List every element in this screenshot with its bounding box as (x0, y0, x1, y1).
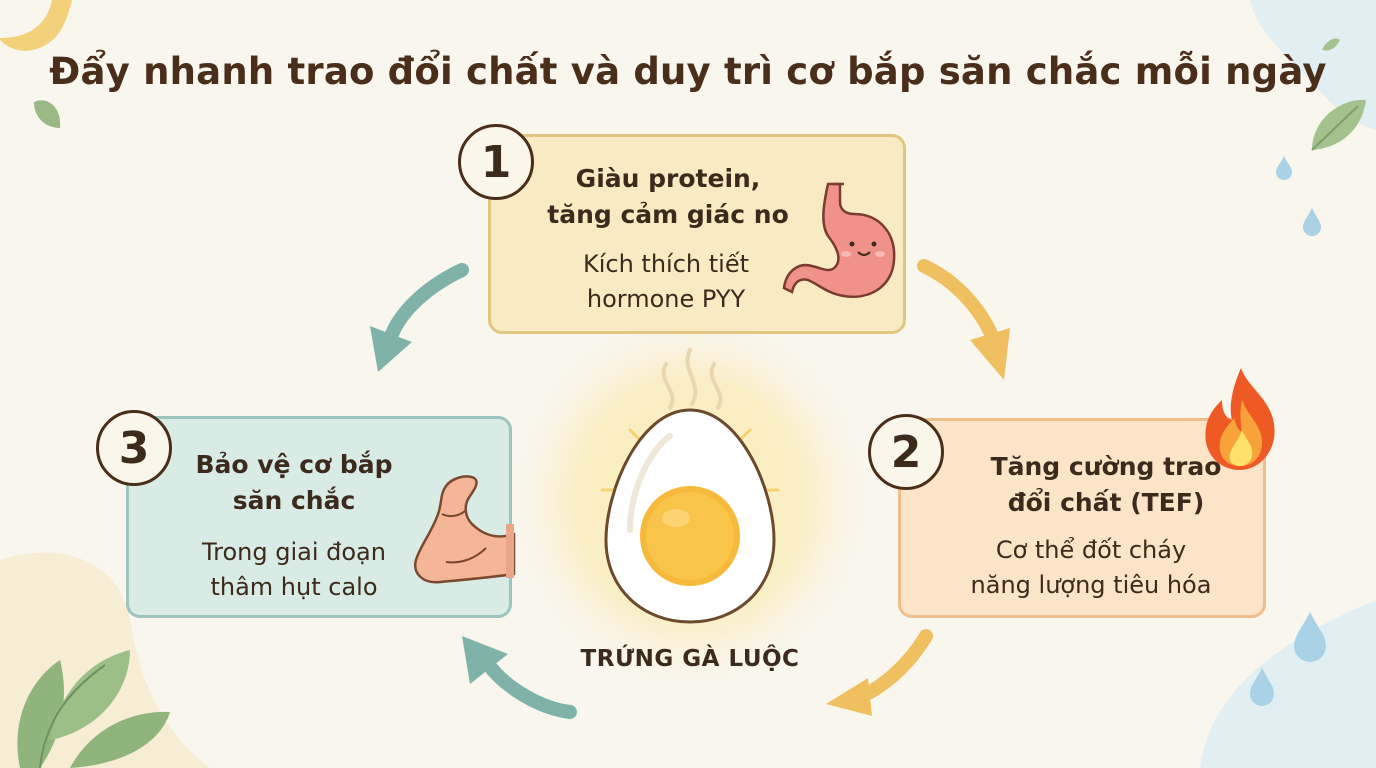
page-title: Đẩy nhanh trao đổi chất và duy trì cơ bắ… (49, 50, 1327, 93)
step-1-desc-line-2: hormone PYY (586, 285, 746, 313)
boiled-egg-icon (600, 348, 780, 624)
step-1-number-badge: 1 (458, 124, 534, 200)
step-3-title-line-2: săn chắc (232, 486, 356, 515)
arrow-center-to-3 (462, 636, 577, 719)
step-1-description: Kích thích tiết hormone PYY (521, 247, 811, 317)
center-label: TRỨNG GÀ LUỘC (580, 646, 800, 672)
water-drop-icon (1250, 156, 1326, 706)
arrow-1-to-2 (917, 259, 1010, 380)
step-1-title: Giàu protein, tăng cảm giác no (503, 161, 833, 233)
step-3-number-badge: 3 (96, 410, 172, 486)
step-2-number-badge: 2 (868, 414, 944, 490)
leaf-icon (1311, 99, 1366, 151)
fire-icon (1205, 368, 1275, 470)
step-3-desc-line-1: Trong giai đoạn (202, 538, 386, 566)
leaf-icon (17, 650, 170, 768)
step-3-title: Bảo vệ cơ bắp săn chắc (169, 447, 419, 519)
flexed-arm-icon (413, 475, 516, 584)
step-2-title-line-1: Tăng cường trao (990, 452, 1222, 481)
step-3-description: Trong giai đoạn thâm hụt calo (169, 535, 419, 605)
step-3-title-line-1: Bảo vệ cơ bắp (195, 450, 393, 479)
step-2-desc-line-1: Cơ thể đốt cháy (995, 536, 1187, 564)
leaf-icon (1322, 38, 1340, 51)
step-1-desc-line-1: Kích thích tiết (582, 250, 750, 278)
stomach-icon (782, 182, 896, 298)
step-1-title-line-1: Giàu protein, (575, 164, 761, 193)
arrow-3-to-1 (370, 263, 469, 372)
step-2-description: Cơ thể đốt cháy năng lượng tiêu hóa (921, 533, 1261, 603)
arrow-2-to-center (826, 629, 933, 716)
step-card-1: Giàu protein, tăng cảm giác no Kích thíc… (488, 134, 906, 334)
step-2-title-line-2: đổi chất (TEF) (1007, 488, 1205, 517)
step-1-title-line-2: tăng cảm giác no (547, 200, 789, 229)
leaf-icon (34, 100, 61, 128)
step-2-desc-line-2: năng lượng tiêu hóa (970, 571, 1212, 599)
step-card-2: Tăng cường trao đổi chất (TEF) Cơ thể đố… (898, 418, 1266, 618)
step-3-desc-line-2: thâm hụt calo (210, 573, 378, 601)
step-2-title: Tăng cường trao đổi chất (TEF) (941, 449, 1271, 521)
